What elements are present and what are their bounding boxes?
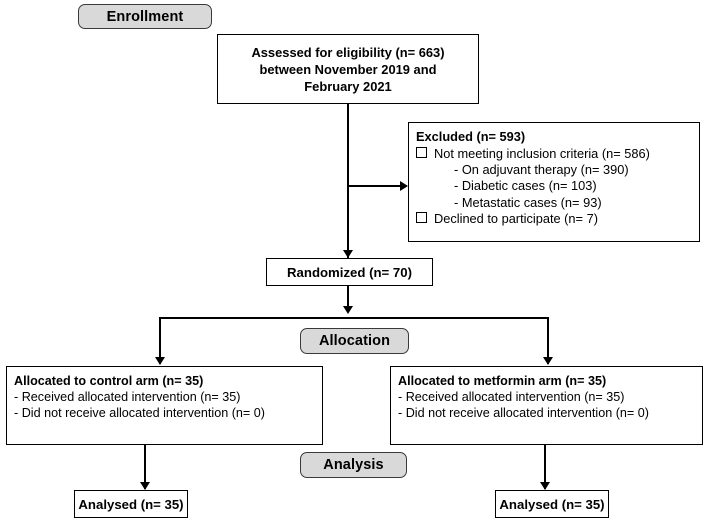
stage-banner-analysis: Analysis — [300, 452, 407, 478]
excluded-subitem-diabetic-cases: - Diabetic cases (n= 103) — [454, 178, 597, 194]
analysed-box-control-arm: Analysed (n= 35) — [74, 490, 188, 518]
excluded-title: Excluded (n= 593) — [416, 129, 526, 144]
excluded-item-4-label: Declined to participate (n= 7) — [434, 210, 598, 226]
randomized-label: Randomized (n= 70) — [287, 264, 412, 280]
connector-control-to-analysed — [144, 445, 146, 489]
stage-banner-allocation: Allocation — [300, 328, 409, 354]
connector-allocation-split-bar — [159, 317, 549, 319]
excluded-subitem-adjuvant-therapy: - On adjuvant therapy (n= 390) — [454, 162, 629, 178]
excluded-subitem-metastatic-cases: - Metastatic cases (n= 93) — [454, 194, 602, 210]
excluded-item-0-label: Not meeting inclusion criteria (n= 586) — [434, 146, 650, 161]
analysed-metformin-label: Analysed (n= 35) — [499, 496, 605, 512]
arrowhead-into-analysed-metformin — [540, 482, 550, 490]
assessed-line-3: February 2021 — [304, 78, 392, 94]
connector-assessed-to-randomized — [347, 104, 349, 258]
assessed-for-eligibility-box: Assessed for eligibility (n= 663) betwee… — [217, 34, 479, 104]
control-arm-title: Allocated to control arm (n= 35) — [14, 374, 204, 388]
arrowhead-into-randomized — [343, 250, 353, 258]
arrowhead-into-analysed-control — [140, 482, 150, 490]
stage-banner-enrollment: Enrollment — [78, 4, 212, 29]
excluded-item-declined-participate: Declined to participate (n= 7) — [416, 211, 692, 227]
metformin-arm-not-received-line: - Did not receive allocated intervention… — [398, 406, 649, 421]
open-square-bullet-icon — [416, 211, 427, 223]
stage-banner-analysis-label: Analysis — [323, 457, 384, 473]
excluded-item-not-meeting-criteria: Not meeting inclusion criteria (n= 586) — [416, 146, 692, 162]
allocation-box-control-arm: Allocated to control arm (n= 35) - Recei… — [6, 366, 323, 445]
metformin-arm-title: Allocated to metformin arm (n= 35) — [398, 374, 607, 388]
arrowhead-into-metformin-arm — [543, 357, 553, 365]
connector-to-metformin-arm — [547, 317, 549, 364]
arrowhead-into-excluded — [400, 181, 408, 191]
allocation-box-metformin-arm: Allocated to metformin arm (n= 35) - Rec… — [390, 366, 703, 445]
excluded-box: Excluded (n= 593) Not meeting inclusion … — [408, 122, 700, 242]
arrowhead-randomized-split — [343, 306, 353, 314]
analysed-control-label: Analysed (n= 35) — [78, 496, 184, 512]
connector-to-excluded — [347, 185, 402, 187]
control-arm-received-line: - Received allocated intervention (n= 35… — [14, 390, 241, 404]
connector-to-control-arm — [159, 317, 161, 364]
assessed-line-2: between November 2019 and — [259, 61, 437, 77]
connector-metformin-to-analysed — [544, 445, 546, 489]
connector-randomized-down — [347, 286, 349, 311]
open-square-bullet-icon — [416, 147, 427, 158]
metformin-arm-received-line: - Received allocated intervention (n= 35… — [398, 390, 625, 404]
assessed-line-1: Assessed for eligibility (n= 663) — [251, 44, 445, 60]
stage-banner-enrollment-label: Enrollment — [106, 8, 184, 25]
stage-banner-allocation-label: Allocation — [318, 333, 391, 349]
randomized-box: Randomized (n= 70) — [266, 258, 433, 286]
analysed-box-metformin-arm: Analysed (n= 35) — [495, 490, 609, 518]
arrowhead-into-control-arm — [155, 357, 165, 365]
assessed-for-eligibility-text: Assessed for eligibility (n= 663) betwee… — [251, 44, 444, 95]
control-arm-not-received-line: - Did not receive allocated intervention… — [14, 406, 265, 421]
